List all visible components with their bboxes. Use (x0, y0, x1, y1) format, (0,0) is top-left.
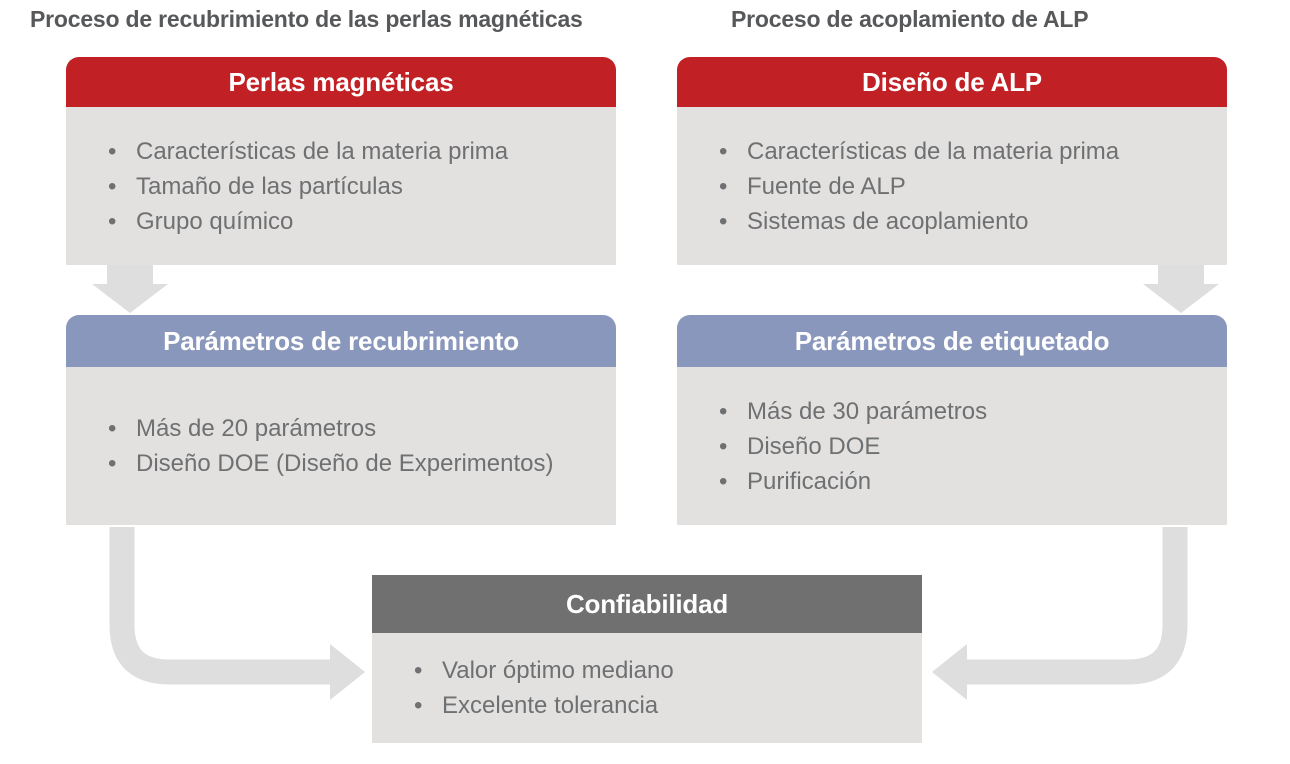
box-body: Características de la materia prima Tama… (66, 107, 616, 265)
bullet-item: Valor óptimo mediano (412, 653, 902, 688)
bullet-list: Características de la materia prima Tama… (106, 134, 596, 239)
right-process-title: Proceso de acoplamiento de ALP (731, 6, 1089, 32)
bullet-item: Más de 30 parámetros (717, 394, 1207, 429)
box-body: Valor óptimo mediano Excelente toleranci… (372, 633, 922, 743)
bullet-item: Características de la materia prima (106, 134, 596, 169)
box-header: Diseño de ALP (677, 57, 1227, 107)
bullet-item: Características de la materia prima (717, 134, 1207, 169)
bullet-list: Más de 30 parámetros Diseño DOE Purifica… (717, 394, 1207, 499)
box-perlas-magneticas: Perlas magnéticas Características de la … (66, 57, 616, 265)
elbow-arrow-left-icon (932, 527, 1188, 700)
box-header: Perlas magnéticas (66, 57, 616, 107)
left-process-title: Proceso de recubrimiento de las perlas m… (30, 6, 583, 32)
box-body: Más de 30 parámetros Diseño DOE Purifica… (677, 367, 1227, 525)
bullet-list: Características de la materia prima Fuen… (717, 134, 1207, 239)
box-header: Parámetros de etiquetado (677, 315, 1227, 367)
bullet-item: Diseño DOE (717, 429, 1207, 464)
down-arrow-icon (1143, 264, 1219, 313)
bullet-item: Más de 20 parámetros (106, 411, 596, 446)
box-body: Características de la materia prima Fuen… (677, 107, 1227, 265)
box-confiabilidad: Confiabilidad Valor óptimo mediano Excel… (372, 575, 922, 743)
box-body: Más de 20 parámetros Diseño DOE (Diseño … (66, 367, 616, 525)
box-parametros-de-recubrimiento: Parámetros de recubrimiento Más de 20 pa… (66, 315, 616, 525)
box-parametros-de-etiquetado: Parámetros de etiquetado Más de 30 parám… (677, 315, 1227, 525)
bullet-item: Fuente de ALP (717, 169, 1207, 204)
bullet-item: Grupo químico (106, 204, 596, 239)
bullet-item: Sistemas de acoplamiento (717, 204, 1207, 239)
bullet-item: Excelente tolerancia (412, 688, 902, 723)
bullet-list: Valor óptimo mediano Excelente toleranci… (412, 653, 902, 723)
box-diseno-de-alp: Diseño de ALP Características de la mate… (677, 57, 1227, 265)
down-arrow-icon (92, 264, 168, 313)
elbow-arrow-right-icon (109, 527, 365, 700)
bullet-item: Purificación (717, 464, 1207, 499)
bullet-item: Diseño DOE (Diseño de Experimentos) (106, 446, 596, 481)
bullet-list: Más de 20 parámetros Diseño DOE (Diseño … (106, 411, 596, 481)
box-header: Confiabilidad (372, 575, 922, 633)
box-header: Parámetros de recubrimiento (66, 315, 616, 367)
bullet-item: Tamaño de las partículas (106, 169, 596, 204)
